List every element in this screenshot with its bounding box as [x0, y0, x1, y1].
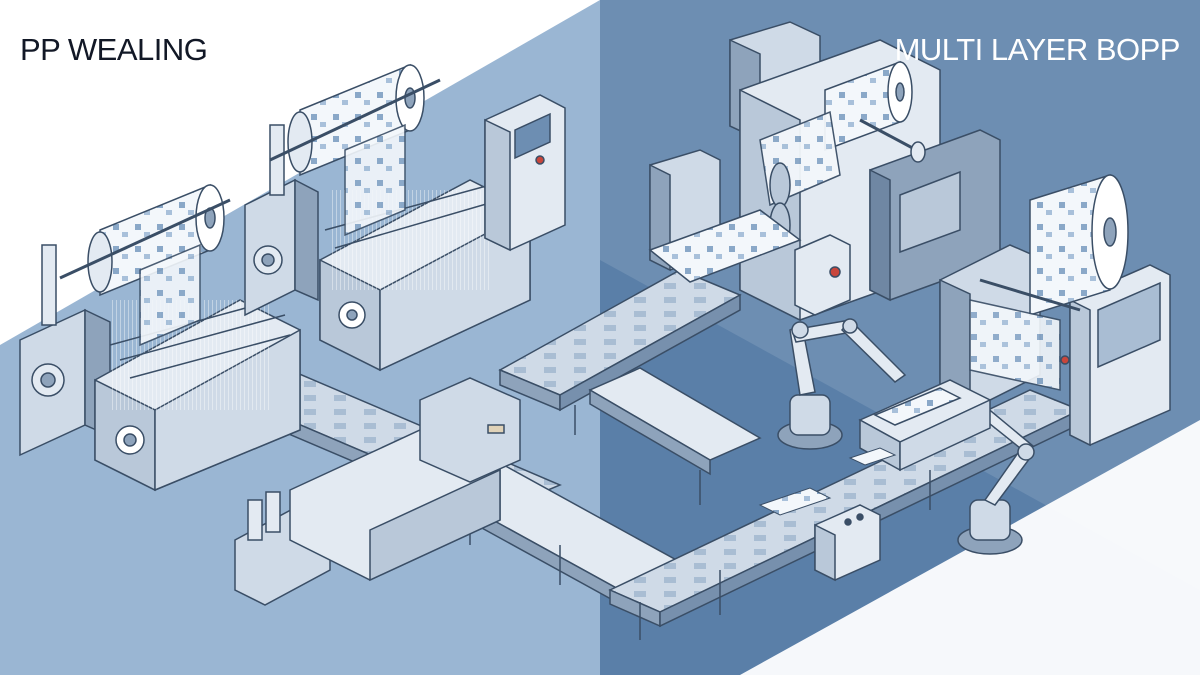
slitter-machine-back [244, 124, 531, 372]
winder-unit [234, 377, 521, 606]
slitter-machine-front [19, 244, 301, 492]
unwinder-unit [939, 173, 1171, 447]
film-roll-icon [648, 60, 926, 283]
film-roll-front [59, 183, 231, 347]
label-multi-layer-bopp: MULTI LAYER BOPP [894, 32, 1181, 67]
conveyor-center [498, 269, 762, 505]
control-panel-icon [484, 94, 566, 252]
film-sheets [758, 447, 897, 516]
label-pp-wealing: PP WEALING [20, 32, 208, 67]
packaging-station [858, 379, 992, 472]
film-roll-back [269, 63, 441, 237]
robot-arm-icon [777, 318, 907, 450]
emergency-stop-icon [814, 504, 881, 582]
